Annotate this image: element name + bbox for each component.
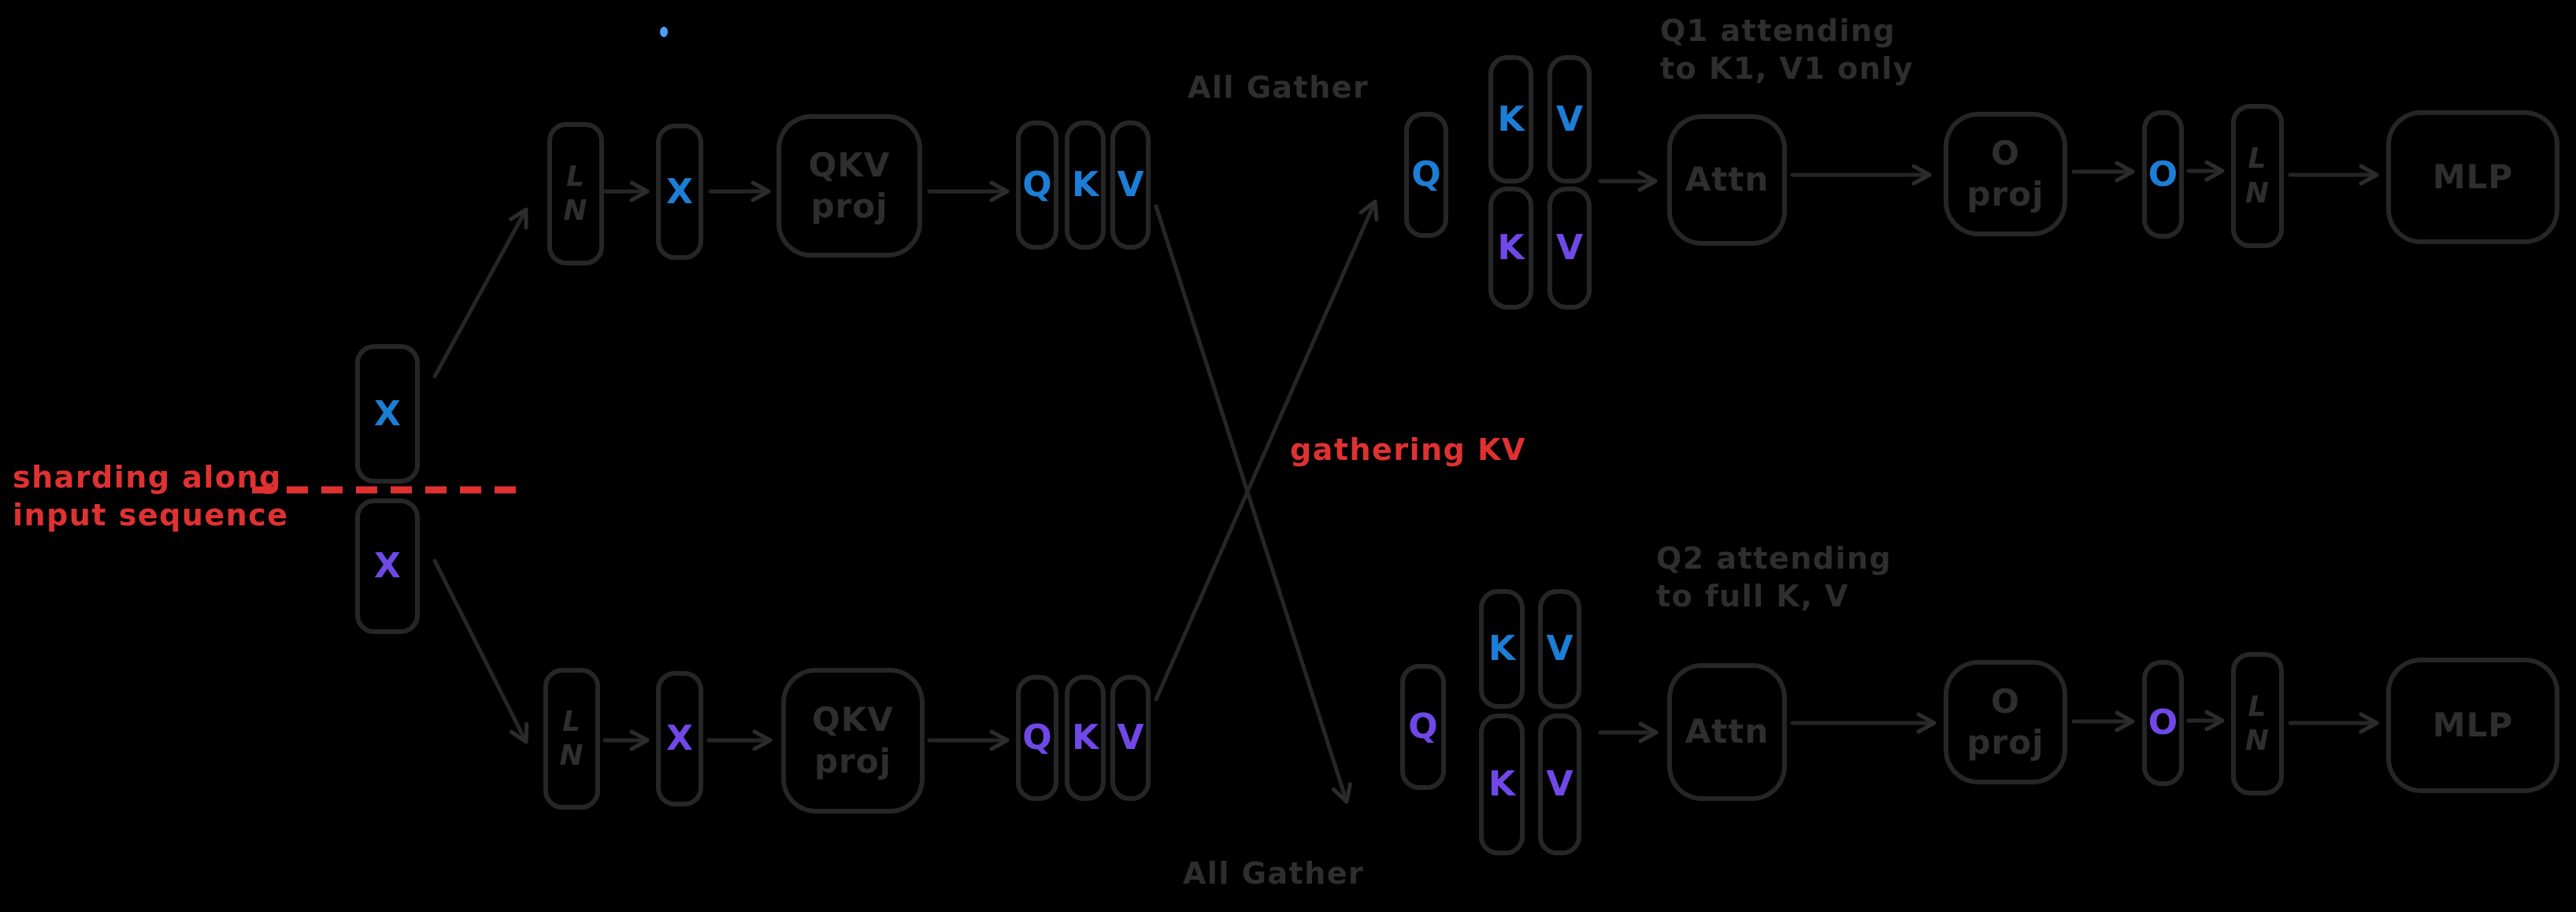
box-x-top: X <box>656 124 703 260</box>
box-o-proj-rank2: O proj <box>1944 660 2067 784</box>
ln-rank2-label: L N <box>2244 690 2270 757</box>
box-ln-bottom: L N <box>543 668 600 810</box>
rank2-note-caption: Q2 attending to full K, V <box>1656 541 1892 614</box>
box-k-top: K <box>1065 120 1106 250</box>
box-input-x-shard2: X <box>355 499 420 634</box>
all-gather-top-caption: All Gather <box>1188 70 1370 105</box>
box-o-rank1: O <box>2142 110 2184 239</box>
box-v2-rank2: V <box>1538 714 1581 855</box>
x-shard2-label: X <box>374 546 401 586</box>
v2-rank2-label: V <box>1546 764 1573 804</box>
ln-top-label: L N <box>563 160 588 227</box>
box-ln-rank1: L N <box>2231 104 2284 248</box>
v2-rank1-label: V <box>1555 228 1584 268</box>
box-attn-rank1: Attn <box>1667 114 1787 246</box>
qkv-proj-bottom-label: QKV proj <box>812 700 894 780</box>
box-q-rank2: Q <box>1400 664 1446 790</box>
stray-blue-dot <box>660 27 668 37</box>
all-gather-bottom-caption: All Gather <box>1183 856 1365 891</box>
q-rank1-label: Q <box>1411 154 1441 195</box>
x-shard1-label: X <box>374 393 401 434</box>
mlp-rank1-label: MLP <box>2432 157 2514 196</box>
box-v1-rank1: V <box>1547 55 1592 184</box>
v1-rank2-label: V <box>1546 628 1573 669</box>
arrow-gather-kv-top-to-rank2 <box>1154 204 1352 804</box>
mlp-rank2-label: MLP <box>2432 705 2514 744</box>
gathering-kv-caption: gathering KV <box>1290 432 1526 467</box>
attn-rank2-label: Attn <box>1685 712 1770 751</box>
arrow-shard2-to-ln-bottom <box>432 558 529 744</box>
box-q-bottom: Q <box>1016 675 1058 801</box>
sharding-note-caption: sharding along input sequence <box>13 460 289 532</box>
box-ln-top: L N <box>547 122 604 265</box>
o-proj-rank2-label: O proj <box>1966 681 2044 762</box>
k-top-label: K <box>1071 165 1099 205</box>
o-rank2-label: O <box>2148 703 2178 743</box>
ln-bottom-label: L N <box>559 705 584 772</box>
q-rank2-label: Q <box>1408 706 1438 747</box>
box-x-bottom: X <box>656 671 703 806</box>
box-v-bottom: V <box>1110 675 1151 801</box>
v1-rank1-label: V <box>1555 98 1584 139</box>
q-top-label: Q <box>1022 165 1052 205</box>
box-k-bottom: K <box>1065 675 1106 801</box>
box-k1-rank1: K <box>1488 55 1533 184</box>
qkv-proj-top-label: QKV proj <box>808 145 891 226</box>
o-rank1-label: O <box>2148 154 2178 195</box>
box-qkv-proj-top: QKV proj <box>777 114 922 258</box>
attn-rank1-label: Attn <box>1685 160 1770 199</box>
rank1-note-caption: Q1 attending to K1, V1 only <box>1660 13 1914 86</box>
k2-rank2-label: K <box>1488 764 1516 804</box>
k-bottom-label: K <box>1071 717 1099 758</box>
box-input-x-shard1: X <box>355 344 420 484</box>
k1-rank1-label: K <box>1497 98 1525 139</box>
k1-rank2-label: K <box>1488 628 1516 669</box>
box-v-top: V <box>1110 120 1151 250</box>
arrow-gather-kv-bottom-to-rank1 <box>1154 199 1379 702</box>
box-q-rank1: Q <box>1404 112 1448 238</box>
box-v1-rank2: V <box>1538 589 1581 709</box>
box-ln-rank2: L N <box>2231 652 2284 795</box>
ln-rank1-label: L N <box>2244 143 2270 209</box>
box-o-rank2: O <box>2142 660 2184 786</box>
box-v2-rank1: V <box>1547 187 1592 310</box>
box-q-top: Q <box>1016 120 1058 250</box>
box-k2-rank1: K <box>1488 187 1533 310</box>
box-k2-rank2: K <box>1479 714 1525 855</box>
v-bottom-label: V <box>1117 717 1144 758</box>
x-bottom-label: X <box>666 718 693 758</box>
arrow-shard1-to-ln-top <box>432 207 528 379</box>
q-bottom-label: Q <box>1022 717 1052 758</box>
box-k1-rank2: K <box>1479 589 1525 709</box>
v-top-label: V <box>1117 165 1144 205</box>
box-mlp-rank2: MLP <box>2386 658 2559 793</box>
x-top-label: X <box>666 171 693 212</box>
o-proj-rank1-label: O proj <box>1966 133 2044 214</box>
box-qkv-proj-bottom: QKV proj <box>781 668 925 814</box>
k2-rank1-label: K <box>1497 228 1525 268</box>
box-attn-rank2: Attn <box>1667 663 1787 801</box>
box-mlp-rank1: MLP <box>2386 110 2559 244</box>
box-o-proj-rank1: O proj <box>1944 112 2067 236</box>
